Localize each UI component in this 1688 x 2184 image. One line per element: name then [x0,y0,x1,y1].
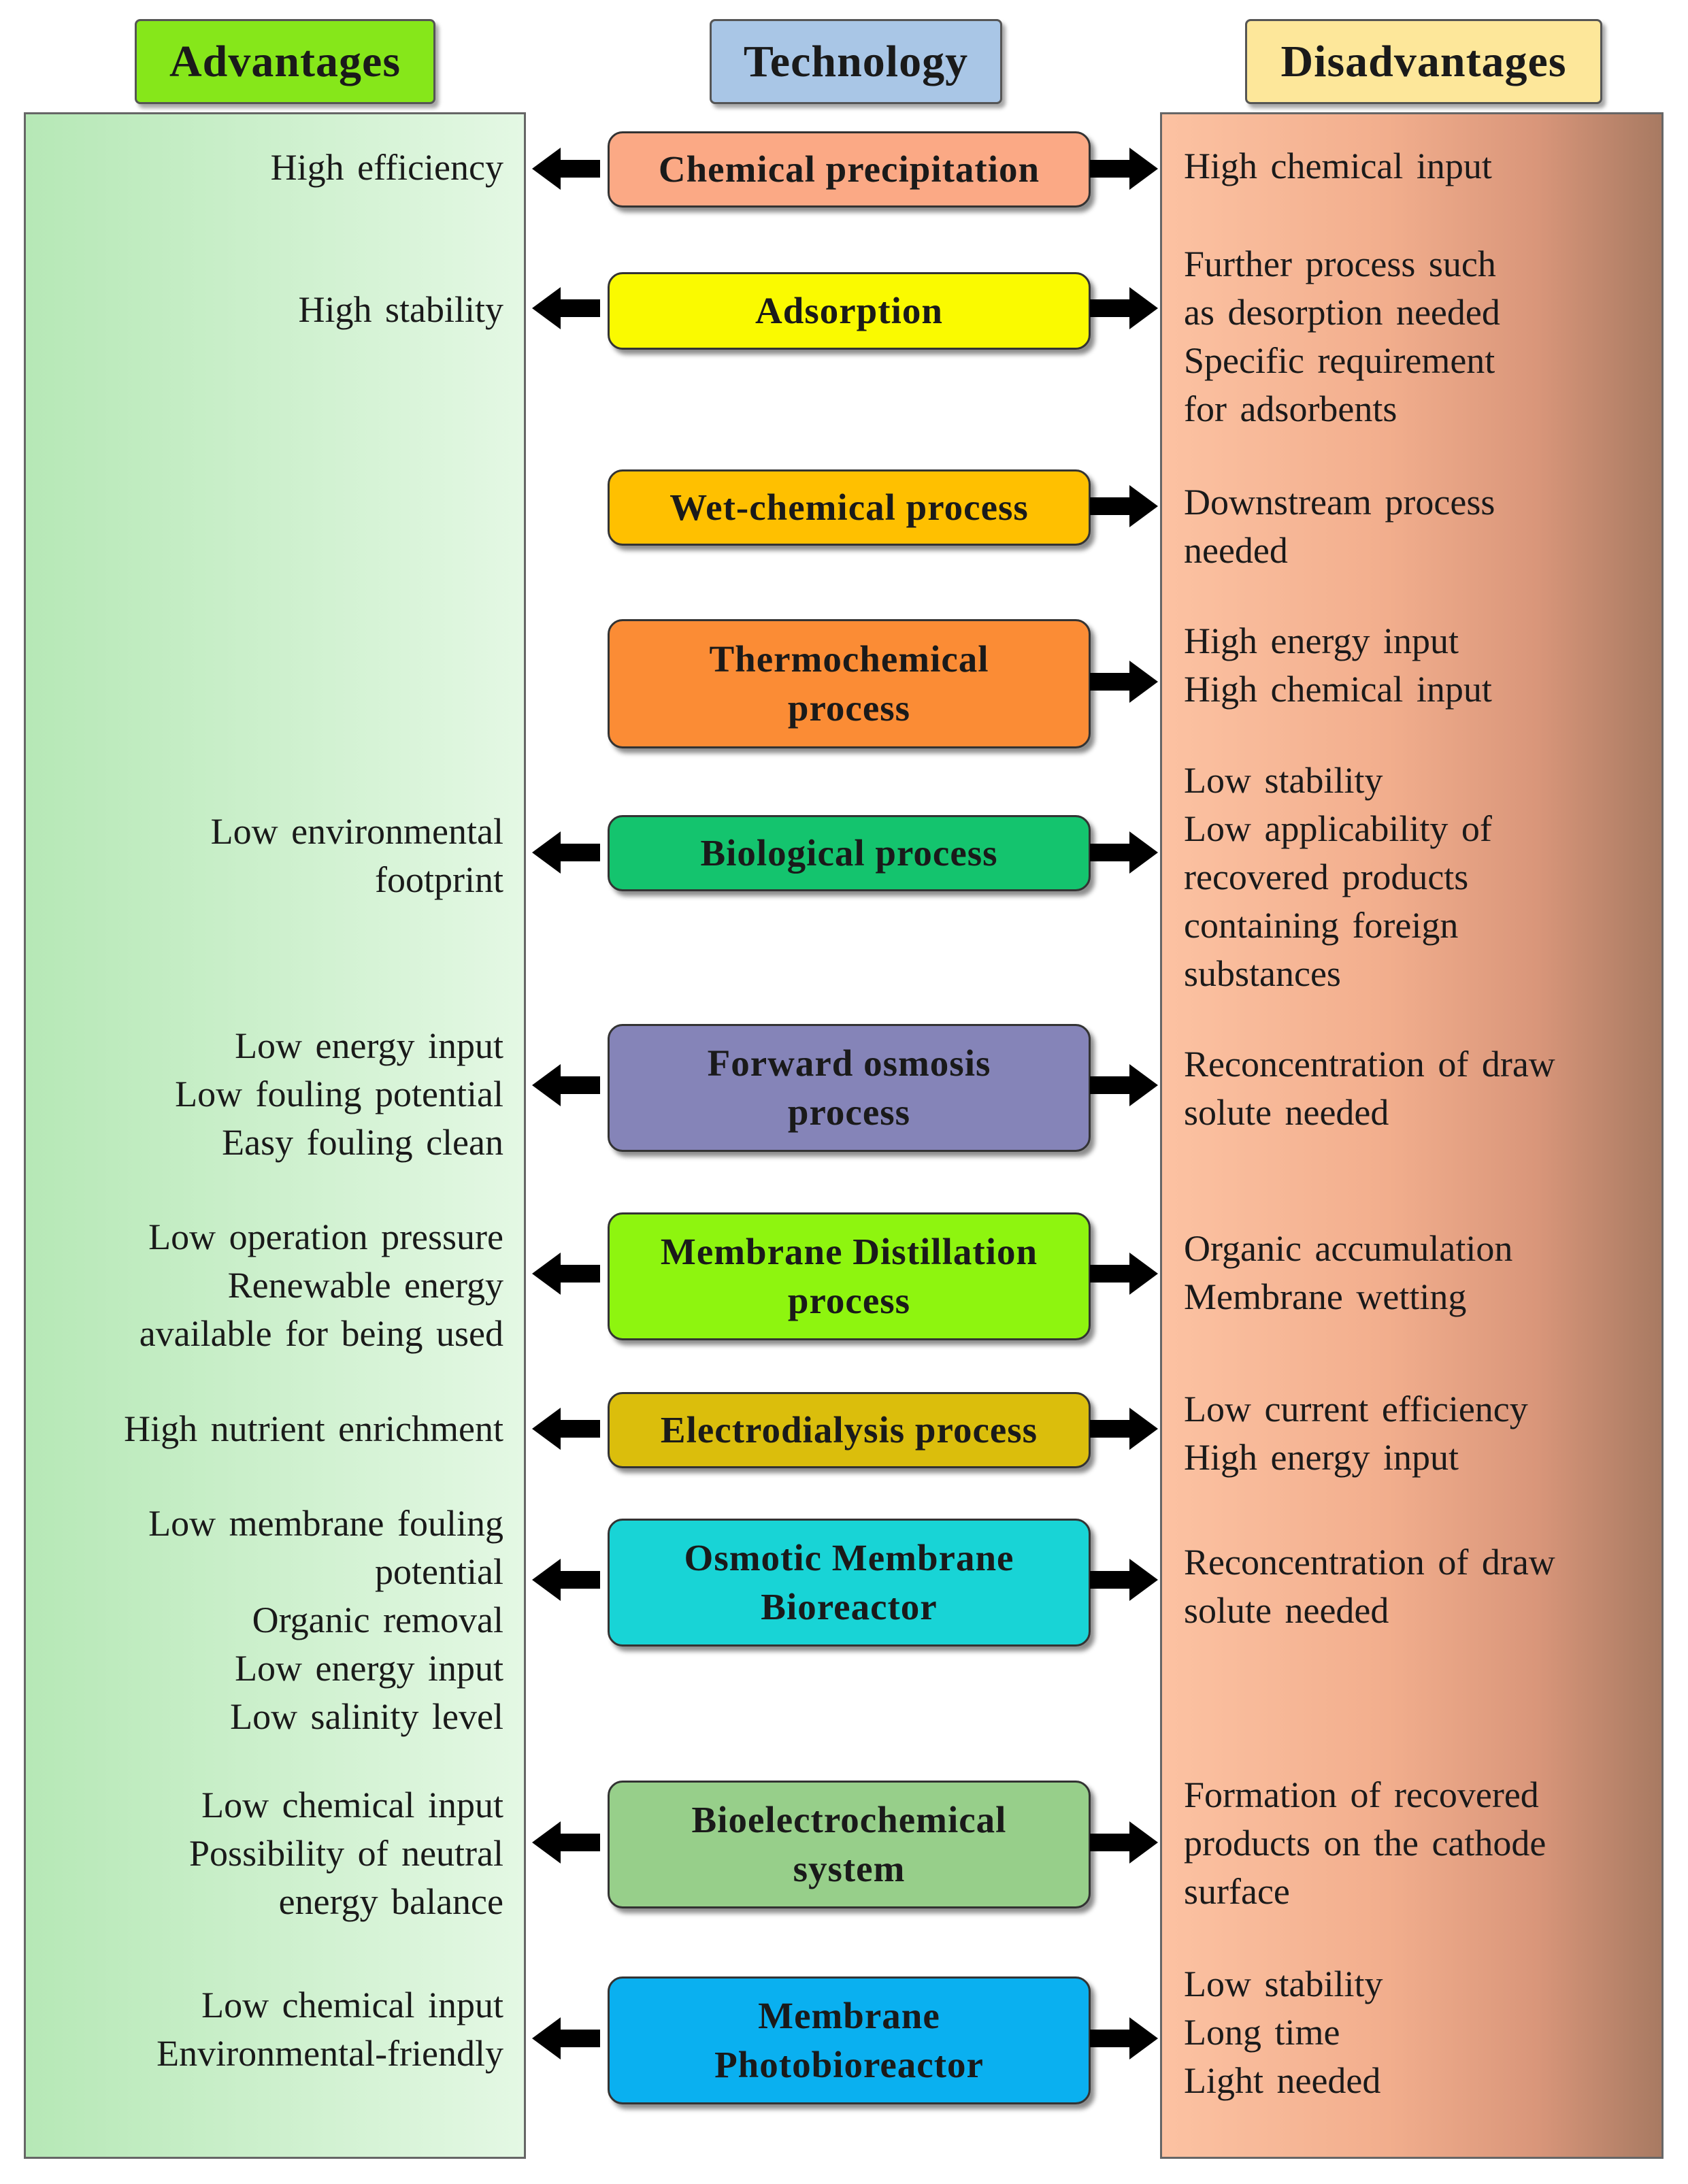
arrow-to-disadvantages-7 [1090,1253,1158,1295]
disadvantage-text-4: High energy input High chemical input [1184,621,1492,710]
arrow-to-advantages-1 [532,148,600,190]
advantages-header: Advantages [135,19,435,104]
arrow-to-disadvantages-6 [1090,1064,1158,1106]
technology-box-5: Biological process [608,815,1091,891]
arrow-to-disadvantages-2 [1090,287,1158,329]
technology-box-1: Chemical precipitation [608,131,1091,208]
advantage-text-6: Low energy input Low fouling potential E… [175,1025,503,1163]
arrow-to-disadvantages-8 [1090,1408,1158,1450]
disadvantage-text-7: Organic accumulation Membrane wetting [1184,1228,1513,1317]
disadvantage-text-3: Downstream process needed [1184,482,1495,571]
technology-box-7: Membrane Distillation process [608,1212,1091,1340]
advantage-text-8: High nutrient enrichment [124,1408,503,1449]
disadvantage-text-1: High chemical input [1184,146,1492,186]
arrow-to-advantages-6 [532,1064,600,1106]
advantages-panel [24,112,526,2159]
arrow-to-disadvantages-10 [1090,1821,1158,1864]
technology-box-11: Membrane Photobioreactor [608,1976,1091,2104]
arrow-to-advantages-5 [532,831,600,874]
advantage-text-7: Low operation pressure Renewable energy … [139,1217,503,1354]
arrow-to-disadvantages-5 [1090,831,1158,874]
arrow-to-advantages-11 [532,2017,600,2059]
technology-header: Technology [710,19,1002,104]
arrow-to-advantages-10 [532,1821,600,1864]
advantage-text-2: High stability [298,289,504,330]
technology-box-4: Thermochemical process [608,619,1091,748]
disadvantage-text-10: Formation of recovered products on the c… [1184,1774,1546,1912]
disadvantage-text-5: Low stability Low applicability of recov… [1184,760,1492,994]
advantage-text-10: Low chemical input Possibility of neutra… [189,1785,503,1922]
disadvantage-text-8: Low current efficiency High energy input [1184,1389,1528,1478]
arrow-to-advantages-2 [532,287,600,329]
advantage-text-1: High efficiency [270,147,503,188]
technology-box-9: Osmotic Membrane Bioreactor [608,1519,1091,1647]
advantage-text-5: Low environmental footprint [210,811,503,900]
disadvantage-text-6: Reconcentration of draw solute needed [1184,1044,1555,1133]
advantage-text-9: Low membrane fouling potential Organic r… [148,1503,503,1737]
technology-box-3: Wet-chemical process [608,469,1091,546]
advantage-text-11: Low chemical input Environmental-friendl… [156,1985,503,2074]
disadvantage-text-2: Further process such as desorption neede… [1184,244,1500,429]
disadvantage-text-9: Reconcentration of draw solute needed [1184,1542,1555,1631]
disadvantages-panel [1160,112,1664,2159]
technology-box-2: Adsorption [608,272,1091,350]
disadvantages-header: Disadvantages [1245,19,1602,104]
technology-box-8: Electrodialysis process [608,1392,1091,1468]
arrow-to-advantages-7 [532,1253,600,1295]
arrow-to-advantages-8 [532,1408,600,1450]
arrow-to-advantages-9 [532,1559,600,1601]
arrow-to-disadvantages-11 [1090,2017,1158,2059]
technology-box-10: Bioelectrochemical system [608,1781,1091,1908]
arrow-to-disadvantages-9 [1090,1559,1158,1601]
arrow-to-disadvantages-1 [1090,148,1158,190]
disadvantage-text-11: Low stability Long time Light needed [1184,1964,1383,2101]
technology-box-6: Forward osmosis process [608,1024,1091,1152]
arrow-to-disadvantages-4 [1090,661,1158,703]
arrow-to-disadvantages-3 [1090,485,1158,527]
